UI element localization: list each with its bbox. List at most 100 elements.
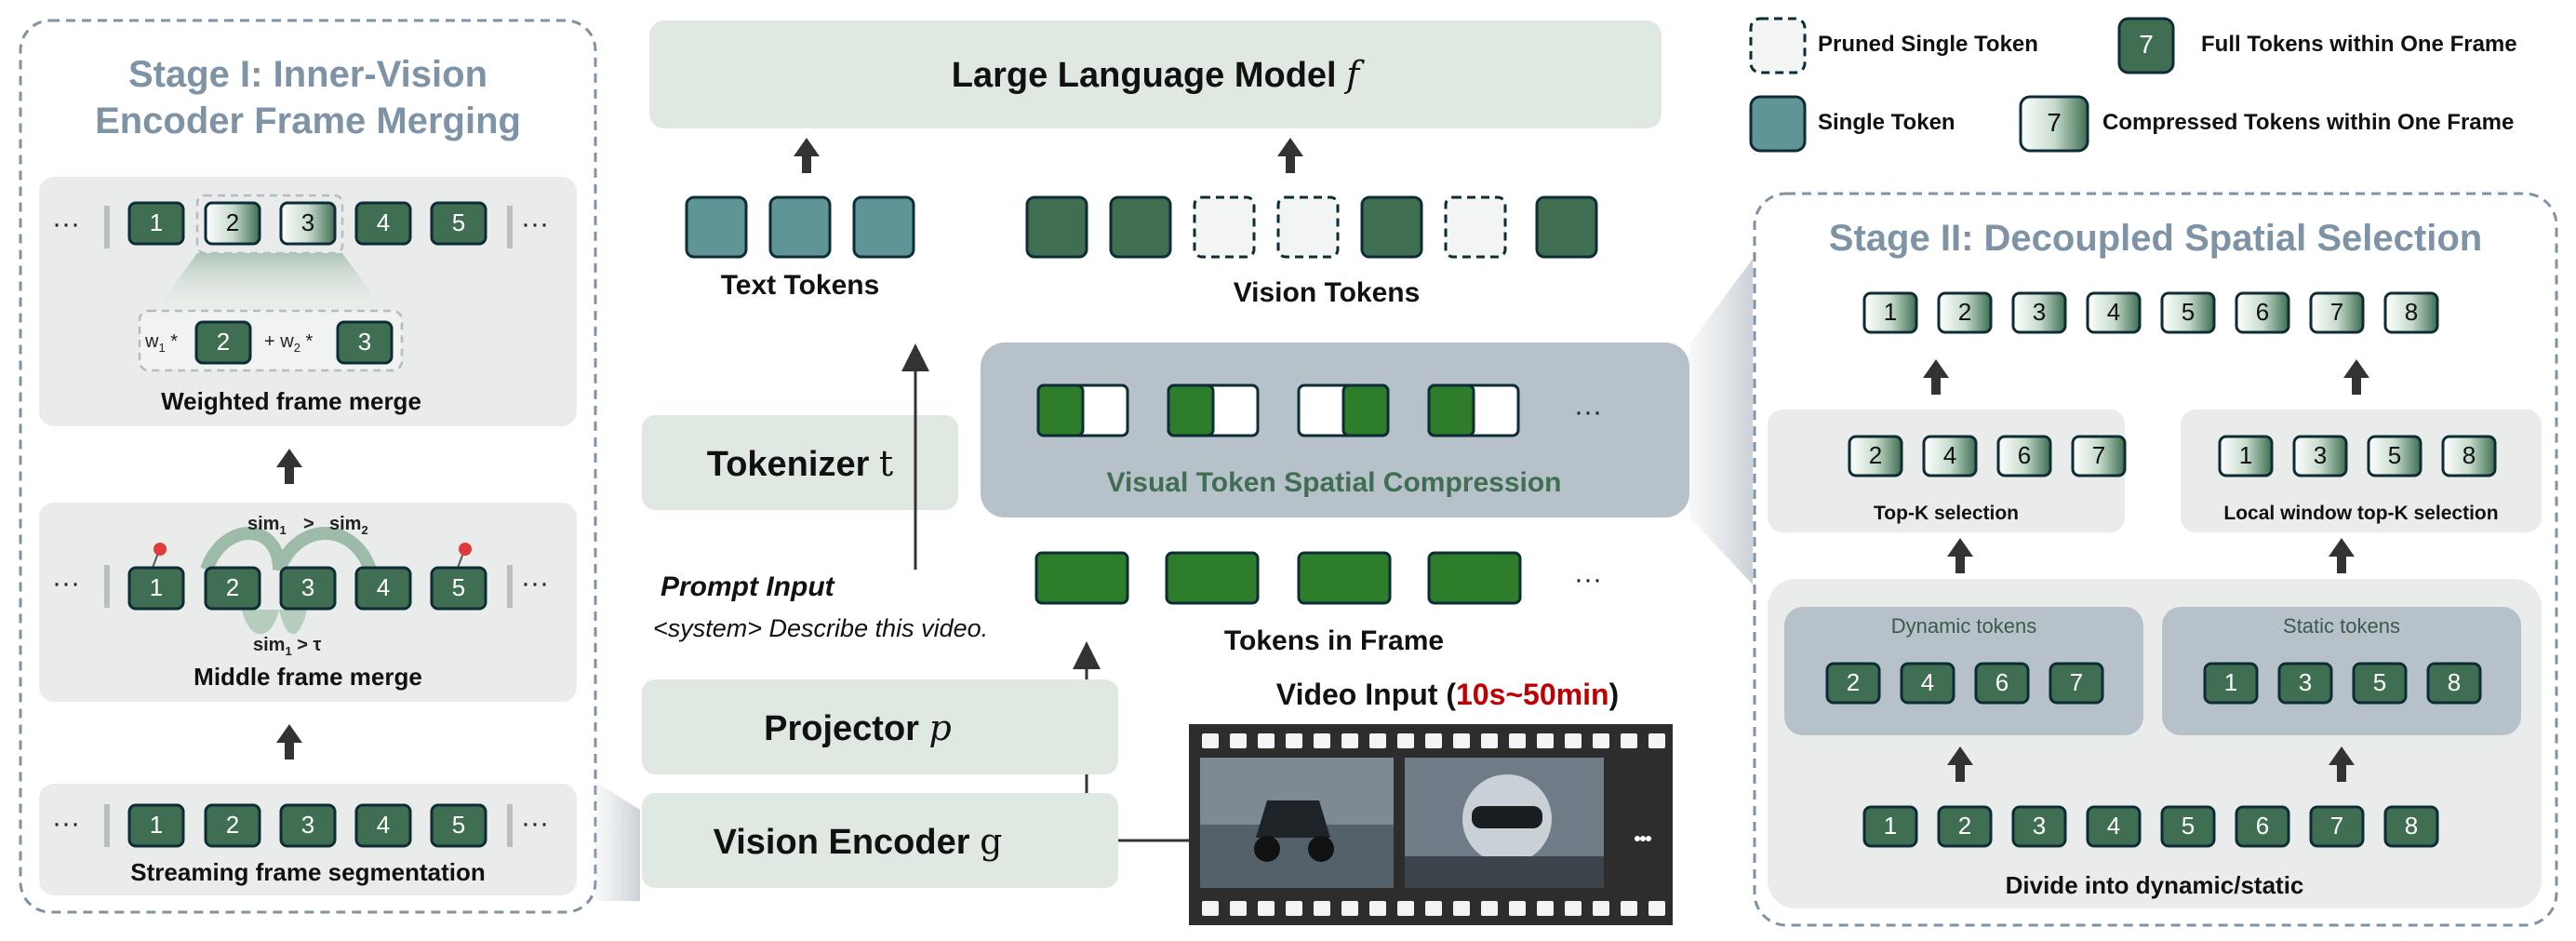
prompt-text: <system> Describe this video.: [653, 614, 989, 642]
llm-arrows: [794, 138, 1303, 173]
token-number: 5: [451, 573, 466, 601]
token-number: 4: [2106, 812, 2121, 840]
token-square: [2367, 435, 2423, 477]
token-square: [2160, 291, 2216, 334]
text-token-group: [685, 195, 915, 259]
token-square: [127, 566, 185, 611]
token-number: 6: [1995, 668, 2009, 696]
ellipsis: ···: [1574, 397, 1602, 427]
token-square: [279, 566, 337, 611]
video-input-label: Video Input (10s~50min): [1275, 678, 1620, 711]
topk-caption: Top-K selection: [1874, 503, 2019, 524]
static-tokens-caption: Static tokens: [2283, 614, 2400, 638]
ellipsis: ···: [521, 808, 549, 839]
video-film-strip: [1189, 724, 1673, 925]
sim2-label: sim2: [329, 514, 368, 537]
stage2-cone: [1689, 259, 1753, 585]
film-sprocket-hole: [1648, 901, 1665, 916]
token-number: 5: [451, 811, 466, 839]
middle-merge-caption: Middle frame merge: [194, 663, 422, 691]
film-sprocket-hole: [1230, 901, 1247, 916]
gt-label: >: [303, 514, 314, 534]
film-sprocket-hole: [1425, 733, 1442, 748]
token-number: 8: [2462, 441, 2476, 469]
film-sprocket-hole: [1593, 901, 1609, 916]
token-number: 7: [2329, 812, 2344, 840]
token-number: 5: [451, 208, 466, 236]
film-sprocket-hole: [1509, 901, 1526, 916]
token-number: 4: [376, 811, 391, 839]
token-square: [2426, 662, 2482, 705]
film-sprocket-hole: [1369, 733, 1386, 748]
token-square: [430, 201, 487, 246]
token-number: 3: [300, 573, 315, 601]
token-square: [127, 201, 185, 246]
token-square: [2203, 662, 2259, 705]
vision-token-group: [1025, 195, 1598, 259]
vision-encoder-label: Vision Encoder g: [713, 821, 1003, 862]
film-sprocket-hole: [1537, 733, 1554, 748]
token-square: [194, 320, 252, 365]
token-number: 3: [2032, 812, 2047, 840]
stage1-title-line2: Encoder Frame Merging: [95, 101, 521, 141]
tokenizer-label: Tokenizer t: [706, 443, 894, 484]
film-sprocket-hole: [1565, 733, 1582, 748]
token-number: 4: [1920, 668, 1935, 696]
film-sprocket-hole: [1648, 733, 1665, 748]
legend-swatches: [1749, 17, 2175, 153]
streaming-caption: Streaming frame segmentation: [130, 858, 486, 886]
film-sprocket-hole: [1341, 733, 1358, 748]
token-number: 1: [2223, 668, 2238, 696]
token-square: [2309, 291, 2365, 334]
token-square: [336, 320, 394, 365]
token-number: 3: [357, 328, 372, 356]
token-number: 1: [1883, 298, 1898, 326]
token-square: [354, 201, 412, 246]
token-number: 8: [2404, 812, 2419, 840]
film-sprocket-hole: [1230, 733, 1247, 748]
token-number: 1: [149, 573, 164, 601]
token-square: [2441, 435, 2497, 477]
vision-tokens-label: Vision Tokens: [1233, 277, 1421, 308]
stage1-arrows: [276, 449, 302, 760]
dynamic-tokens-caption: Dynamic tokens: [1890, 614, 2037, 638]
token-number: 5: [2181, 298, 2196, 326]
token-number: 3: [300, 811, 315, 839]
token-square: [2086, 805, 2142, 848]
tau-link-shape: [242, 610, 307, 635]
token-number: 7: [2069, 668, 2084, 696]
token-square: [279, 201, 337, 246]
tokens-in-frame-label: Tokens in Frame: [1223, 625, 1445, 656]
token-square: [1937, 805, 1993, 848]
weighted-merge-caption: Weighted frame merge: [161, 387, 421, 415]
film-sprocket-hole: [1258, 901, 1275, 916]
token-number: 1: [149, 811, 164, 839]
token-square: [2218, 435, 2274, 477]
token-number: 4: [376, 208, 391, 236]
token-square: [2352, 662, 2408, 705]
pin-icon: [152, 543, 167, 569]
token-number: 1: [149, 208, 164, 236]
token-square: [2011, 805, 2067, 848]
token-square: [2383, 291, 2439, 334]
legend-single: Single Token: [1818, 110, 1955, 135]
token-number: 2: [225, 573, 240, 601]
token-number: 7: [2091, 441, 2106, 469]
token-number: 8: [2404, 298, 2419, 326]
film-sprocket-hole: [1314, 901, 1330, 916]
film-sprocket-hole: [1286, 901, 1302, 916]
token-number: 4: [2106, 298, 2121, 326]
token-square: [2383, 805, 2439, 848]
prompt-title: Prompt Input: [661, 571, 834, 602]
token-square: [354, 803, 412, 848]
token-number: 7: [2329, 298, 2344, 326]
token-square: [1937, 291, 1993, 334]
sim-link-shape: [200, 527, 377, 572]
token-square: [1862, 805, 1918, 848]
token-square: [2011, 291, 2067, 334]
ellipsis: ···: [52, 568, 80, 598]
token-square: [354, 566, 412, 611]
film-sprocket-hole: [1453, 901, 1470, 916]
film-sprocket-hole: [1537, 901, 1554, 916]
